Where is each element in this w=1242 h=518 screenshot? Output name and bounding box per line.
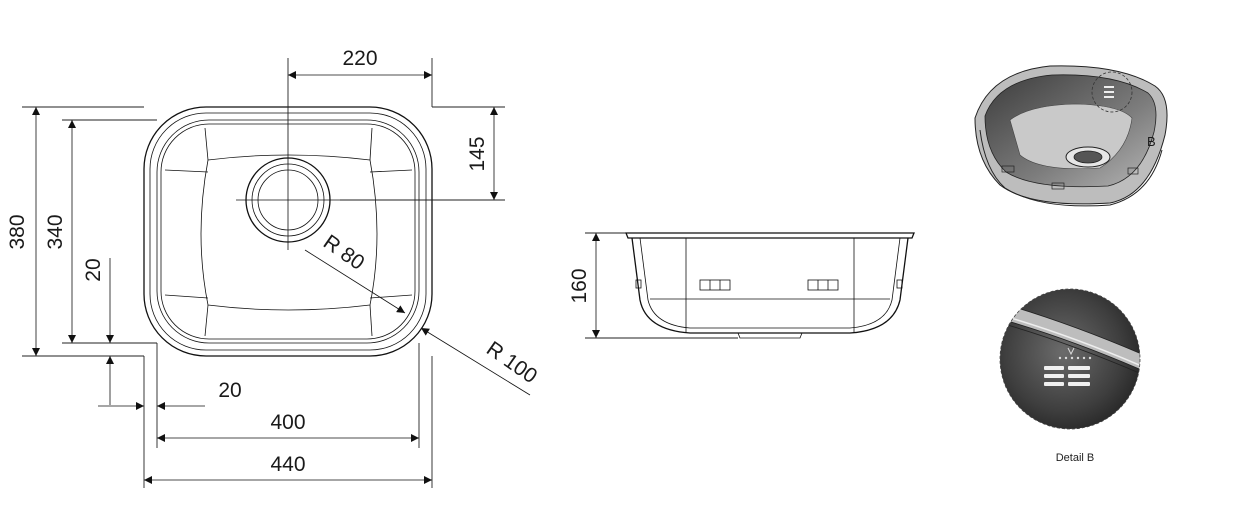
dim-440-label: 440 — [270, 453, 305, 476]
sink-corner-line-tl2 — [204, 127, 209, 161]
dim-145-label: 145 — [466, 136, 489, 171]
side-bowl-outline — [631, 237, 909, 334]
dim-20-vertical-label: 20 — [82, 258, 105, 281]
drain-outlet — [236, 150, 340, 250]
sink-bowl-floor — [200, 154, 378, 311]
side-bracket-right — [807, 279, 839, 291]
detail-b-view — [999, 288, 1141, 430]
dim-380-label: 380 — [6, 214, 29, 249]
dim-400-label: 400 — [270, 411, 305, 434]
detail-overflow-slot-1 — [1044, 366, 1064, 370]
sink-corner-line-bl — [164, 294, 209, 299]
dim-r80-label: R 80 — [319, 231, 369, 275]
detail-b-caption: Detail B — [1055, 452, 1095, 464]
sink-corner-line-br — [369, 294, 413, 299]
dim-20-horizontal-label: 20 — [218, 379, 241, 402]
sink-corner-line-bl2 — [204, 304, 209, 337]
dim-340-label: 340 — [44, 214, 67, 249]
side-drain-stub — [737, 332, 803, 339]
side-view: 160 — [568, 232, 915, 339]
iso-view: B — [974, 65, 1168, 207]
detail-overflow-slot-3 — [1044, 374, 1064, 378]
dim-leader-r100 — [420, 327, 531, 396]
detail-overflow-slot-4 — [1068, 374, 1090, 378]
sink-corner-line-tr — [369, 169, 413, 173]
sink-corner-line-br2 — [369, 304, 373, 337]
iso-detail-marker: B — [1147, 134, 1156, 149]
detail-overflow-slot-5 — [1044, 382, 1064, 386]
side-rim — [625, 232, 915, 239]
dim-r100-label: R 100 — [482, 337, 541, 388]
plan-view: 220 145 380 340 20 20 400 440 R 80 R 100 — [6, 47, 541, 488]
detail-overflow-slot-6 — [1068, 382, 1090, 386]
sink-corner-line-tl — [164, 169, 209, 173]
dim-leader-r80 — [304, 249, 406, 314]
sink-corner-line-tr2 — [369, 127, 373, 161]
dim-160-label: 160 — [568, 268, 591, 303]
iso-detail-circle — [1091, 71, 1133, 113]
side-bracket-left — [699, 279, 731, 291]
detail-b-boundary — [999, 288, 1141, 430]
detail-overflow-slot-2 — [1068, 366, 1090, 370]
dim-220-label: 220 — [342, 47, 377, 70]
